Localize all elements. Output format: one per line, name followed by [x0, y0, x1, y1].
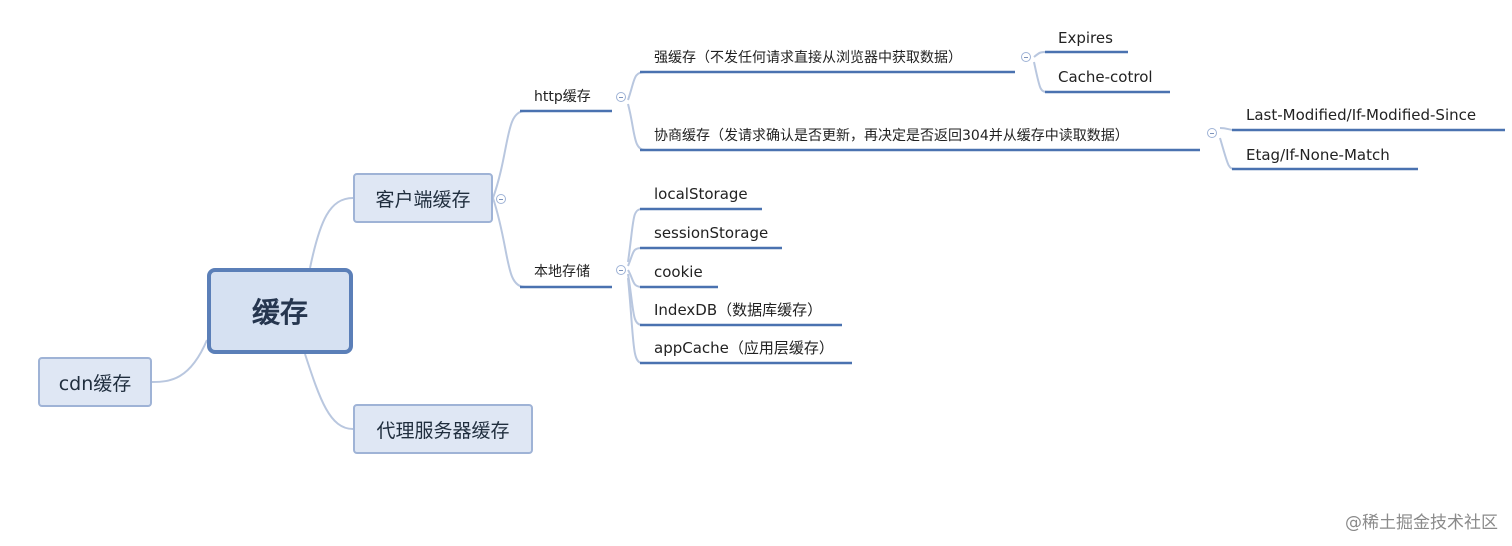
connector-local-localstorage [627, 208, 643, 263]
node-cache-control[interactable]: Cache-cotrol [1058, 68, 1153, 86]
node-sessionstorage[interactable]: sessionStorage [654, 224, 769, 242]
node-client-cache[interactable]: 客户端缓存 [353, 173, 493, 223]
connector-local-cookie [627, 269, 643, 288]
collapse-negotiate-icon[interactable] [1207, 128, 1217, 138]
collapse-http-icon[interactable] [616, 92, 626, 102]
connector-http-negotiate [627, 103, 646, 151]
node-proxy-cache[interactable]: 代理服务器缓存 [353, 404, 533, 454]
connector-root-cdn [151, 339, 208, 383]
node-appcache[interactable]: appCache（应用层缓存） [654, 339, 834, 357]
root-node[interactable]: 缓存 [207, 268, 353, 354]
node-etag[interactable]: Etag/If-None-Match [1246, 146, 1390, 164]
node-http-cache[interactable]: http缓存 [534, 89, 591, 105]
connector-local-appcache [627, 277, 643, 364]
node-strong-cache[interactable]: 强缓存（不发任何请求直接从浏览器中获取数据） [654, 50, 962, 66]
connector-client-http [492, 110, 526, 199]
collapse-client-icon[interactable] [496, 194, 506, 204]
connector-local-sessionstorage [627, 247, 643, 267]
node-indexdb[interactable]: IndexDB（数据库缓存） [654, 301, 823, 319]
connector-root-client [309, 197, 354, 269]
collapse-local-icon[interactable] [616, 265, 626, 275]
connector-root-proxy [304, 353, 354, 430]
node-cookie[interactable]: cookie [654, 263, 703, 281]
watermark: @稀土掘金技术社区 [1345, 513, 1498, 533]
collapse-strong-icon[interactable] [1021, 52, 1031, 62]
connector-http-strong [627, 71, 646, 101]
connector-negotiate-etag [1219, 137, 1236, 170]
node-expires[interactable]: Expires [1058, 29, 1113, 47]
connector-strong-cache [1033, 61, 1049, 93]
node-cdn-cache[interactable]: cdn缓存 [38, 357, 152, 407]
node-local-storage[interactable]: 本地存储 [534, 264, 590, 280]
connector-client-local [492, 197, 526, 288]
node-localstorage[interactable]: localStorage [654, 185, 748, 203]
node-last-modified[interactable]: Last-Modified/If-Modified-Since [1246, 106, 1477, 124]
node-negotiate-cache[interactable]: 协商缓存（发请求确认是否更新，再决定是否返回304并从缓存中读取数据） [654, 128, 1129, 144]
